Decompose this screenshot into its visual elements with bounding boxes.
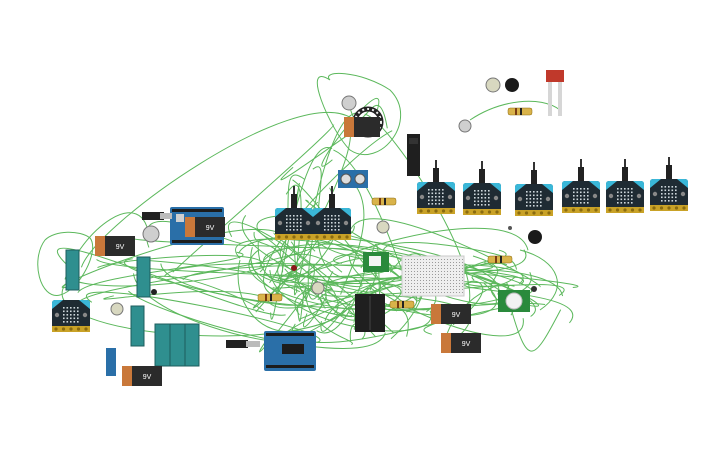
resistor-4[interactable] — [487, 255, 513, 264]
microbit-9[interactable] — [650, 157, 688, 211]
battery-label: 9V — [452, 312, 461, 319]
soil-moisture-sensor[interactable] — [546, 70, 564, 116]
wire[interactable] — [272, 261, 392, 278]
ultrasonic-sensor[interactable] — [338, 170, 368, 188]
wire[interactable] — [257, 233, 337, 282]
battery-9v-5[interactable]: 9V — [122, 366, 162, 386]
microbit-8[interactable] — [606, 159, 644, 213]
wire[interactable] — [293, 305, 530, 344]
microbit-6[interactable] — [515, 162, 553, 216]
battery-holder-triple[interactable] — [154, 323, 200, 367]
wire[interactable] — [61, 229, 284, 289]
lcd-module-black[interactable] — [407, 134, 420, 176]
pir-sensor[interactable] — [498, 290, 530, 312]
microbit-2[interactable] — [275, 186, 313, 240]
wire[interactable] — [228, 221, 339, 315]
servo-motor-c[interactable] — [458, 119, 472, 133]
led-small-c[interactable] — [531, 286, 537, 292]
battery-9v-ring[interactable] — [344, 117, 380, 137]
dc-motor-b[interactable] — [376, 220, 390, 234]
microbit-3[interactable] — [313, 186, 351, 240]
wire[interactable] — [296, 227, 529, 293]
wire[interactable] — [253, 232, 284, 273]
servo-motor-a[interactable] — [341, 95, 357, 111]
microbit-group — [52, 157, 688, 332]
resistor-2[interactable] — [371, 197, 397, 206]
battery-group: 9V 9V 9V 9V 9V — [95, 117, 481, 386]
battery-holder-single-a[interactable] — [65, 249, 80, 291]
wire[interactable] — [350, 218, 541, 288]
wire[interactable] — [276, 263, 508, 341]
wire[interactable] — [77, 251, 244, 294]
battery-holder-single-c[interactable] — [130, 305, 145, 347]
resistor-5[interactable] — [507, 107, 533, 116]
wire[interactable] — [37, 231, 94, 296]
wire[interactable] — [270, 147, 333, 320]
dc-motor-d[interactable] — [110, 302, 124, 316]
led-small-a[interactable] — [151, 289, 157, 295]
led-red[interactable] — [291, 265, 297, 271]
arduino-board-center[interactable] — [226, 331, 316, 371]
dc-motor-a[interactable] — [485, 77, 501, 93]
breadboard[interactable] — [401, 255, 465, 297]
battery-9v-1[interactable]: 9V — [95, 236, 135, 256]
wire[interactable] — [302, 293, 327, 328]
battery-label: 9V — [462, 341, 471, 348]
wire[interactable] — [340, 182, 365, 295]
battery-holder-single-b[interactable] — [136, 256, 151, 298]
piezo-buzzer-top[interactable] — [505, 78, 519, 92]
dc-motor-c[interactable] — [311, 281, 325, 295]
pcb-module-green-a[interactable] — [363, 252, 389, 272]
wire[interactable] — [163, 262, 579, 288]
piezo-buzzer-right[interactable] — [528, 230, 542, 244]
battery-label: 9V — [116, 244, 125, 251]
resistor-1[interactable] — [257, 293, 283, 302]
lipo-battery-blue[interactable] — [106, 348, 116, 376]
wire[interactable] — [242, 215, 333, 291]
breadboard-holes — [405, 259, 463, 293]
microbit-5[interactable] — [463, 161, 501, 215]
battery-9v-2[interactable]: 9V — [185, 217, 225, 237]
wire[interactable] — [316, 72, 402, 156]
wire[interactable] — [469, 100, 561, 121]
battery-pack-black[interactable] — [355, 294, 385, 332]
resistor-group — [257, 107, 533, 309]
battery-label: 9V — [206, 225, 215, 232]
wire[interactable] — [103, 290, 274, 301]
resistor-3[interactable] — [389, 300, 415, 309]
led-small-b[interactable] — [508, 226, 512, 230]
battery-9v-3[interactable]: 9V — [431, 304, 471, 324]
wire[interactable] — [144, 275, 264, 312]
wire[interactable] — [333, 149, 422, 302]
wire[interactable] — [128, 290, 386, 349]
microbit-1[interactable] — [52, 300, 90, 332]
microbit-7[interactable] — [562, 159, 600, 213]
wire[interactable] — [511, 309, 562, 352]
battery-label: 9V — [143, 374, 152, 381]
wire[interactable] — [172, 124, 335, 273]
servo-motor-b[interactable] — [142, 225, 160, 243]
wire[interactable] — [296, 287, 309, 322]
wire[interactable] — [519, 249, 558, 311]
microbit-4[interactable] — [417, 160, 455, 214]
battery-9v-4[interactable]: 9V — [441, 333, 481, 353]
